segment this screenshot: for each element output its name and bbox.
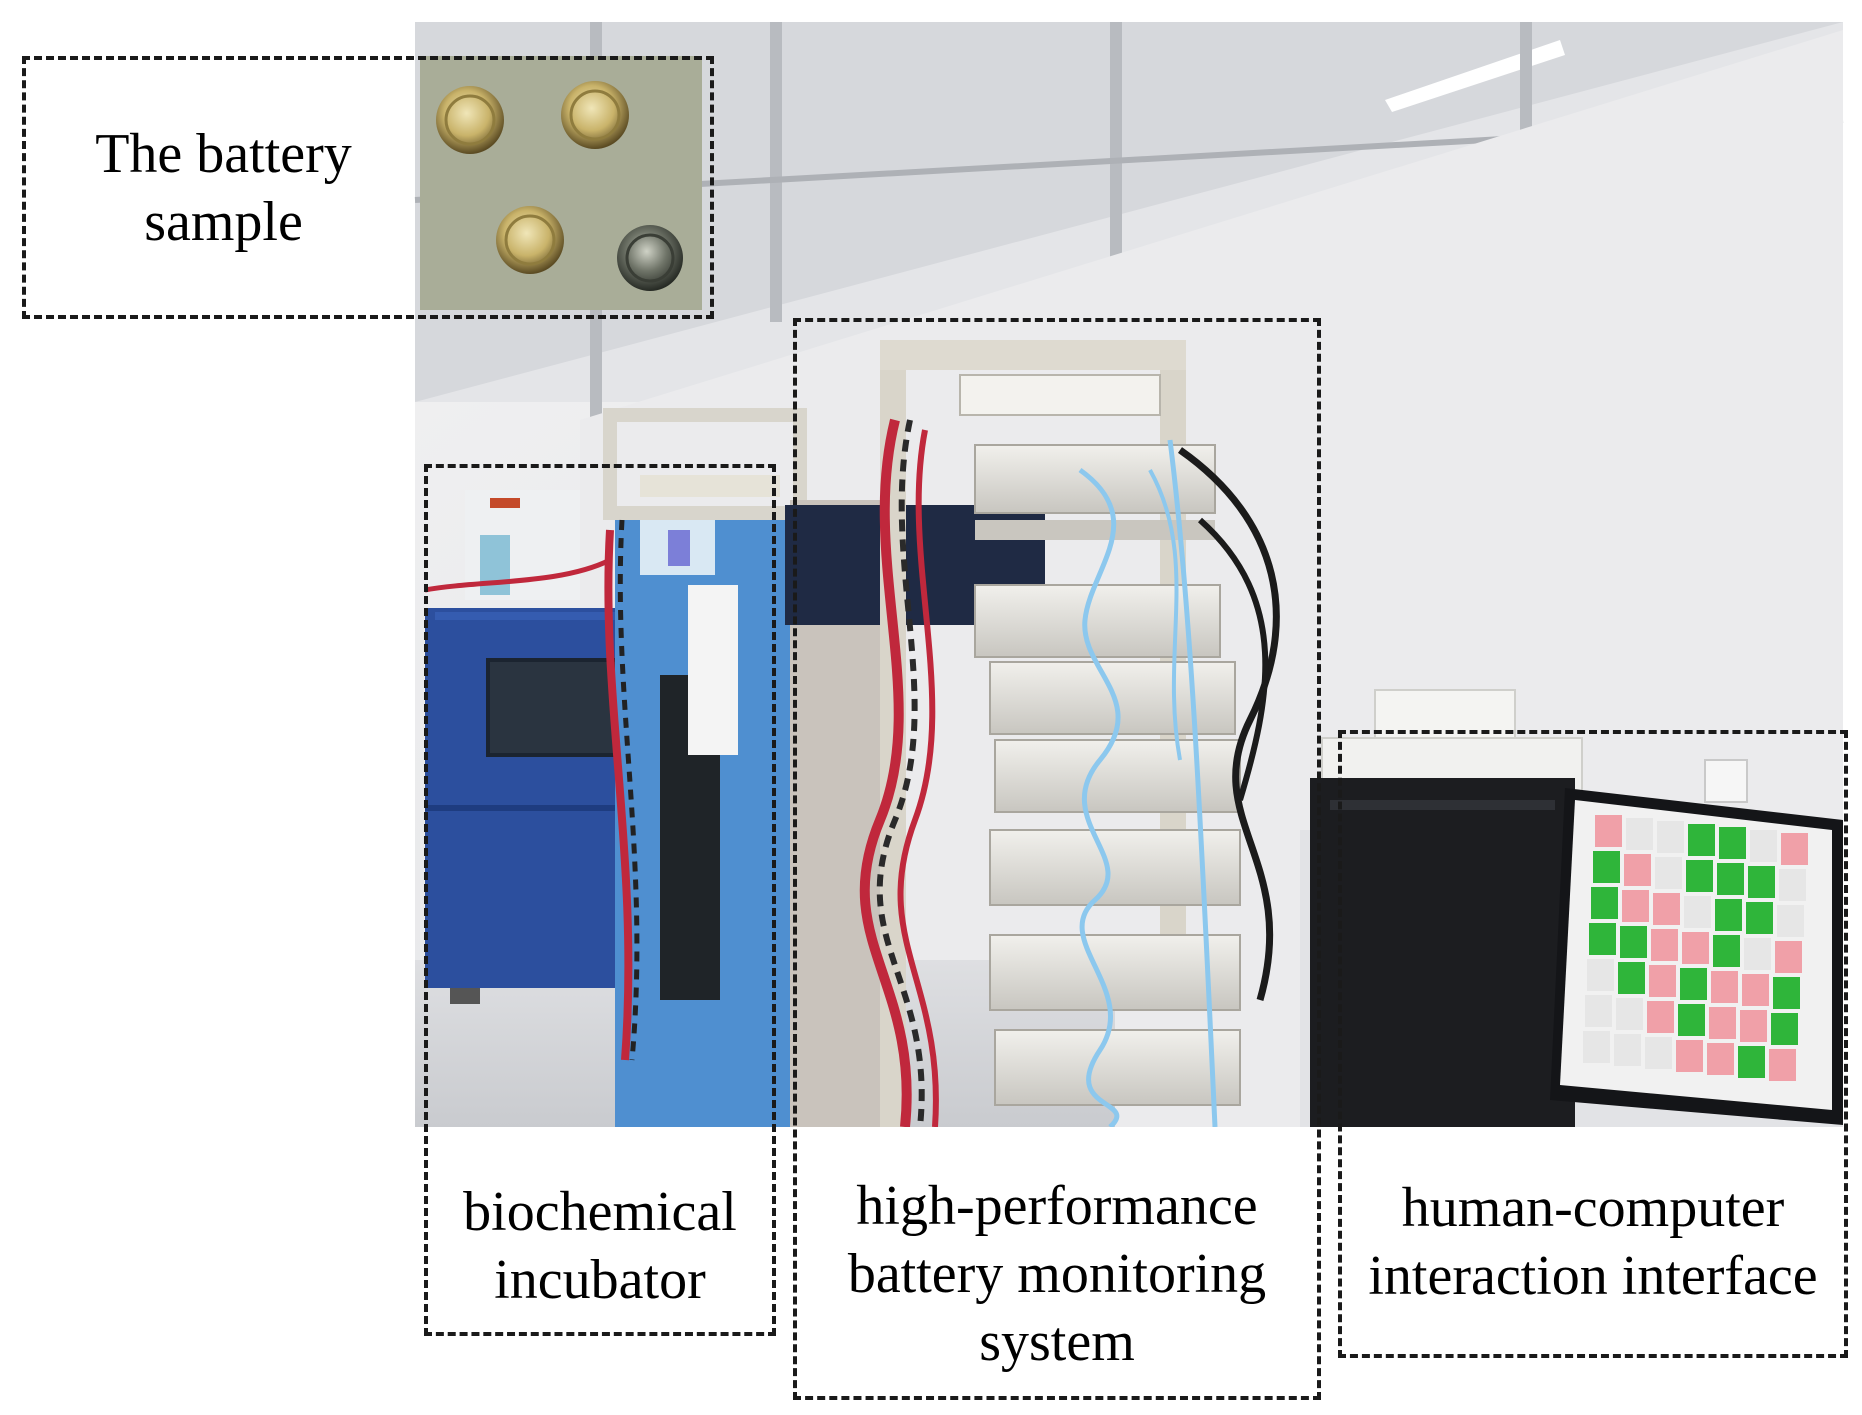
screen-cell bbox=[1616, 998, 1643, 1030]
screen-cell bbox=[1779, 869, 1806, 901]
screen-cell bbox=[1744, 938, 1771, 970]
screen-cell bbox=[1618, 962, 1645, 994]
screen-cell bbox=[1645, 1037, 1672, 1069]
screen-cell bbox=[1620, 926, 1647, 958]
computer-station-photo bbox=[1300, 689, 1843, 1127]
callout-battery-sample-label: The battery sample bbox=[26, 120, 421, 256]
screen-cell bbox=[1688, 824, 1715, 856]
label-line: high-performance bbox=[856, 1175, 1258, 1237]
screen-cell bbox=[1591, 887, 1618, 919]
screen-cell bbox=[1746, 902, 1773, 934]
label-line: battery monitoring bbox=[847, 1243, 1267, 1305]
screen-cell bbox=[1657, 821, 1684, 853]
screen-cell bbox=[1719, 827, 1746, 859]
screen-cell bbox=[1614, 1034, 1641, 1066]
label-line: interaction interface bbox=[1368, 1245, 1818, 1307]
screen-cell bbox=[1649, 965, 1676, 997]
screen-cell bbox=[1682, 932, 1709, 964]
screen-cell bbox=[1707, 1043, 1734, 1075]
label-line: The battery bbox=[95, 123, 352, 185]
screen-cell bbox=[1769, 1049, 1796, 1081]
screen-cell bbox=[1715, 899, 1742, 931]
screen-cell bbox=[1655, 857, 1682, 889]
screen-cell bbox=[1583, 1031, 1610, 1063]
screen-cell bbox=[1684, 896, 1711, 928]
screen-cell bbox=[1647, 1001, 1674, 1033]
screen-cell bbox=[1775, 941, 1802, 973]
screen-cell bbox=[1771, 1013, 1798, 1045]
screen-cell bbox=[1653, 893, 1680, 925]
screen-cell bbox=[1589, 923, 1616, 955]
label-line: biochemical bbox=[463, 1181, 737, 1243]
screen-cell bbox=[1750, 830, 1777, 862]
label-line: human-computer bbox=[1401, 1177, 1785, 1239]
screen-cell bbox=[1742, 974, 1769, 1006]
screen-cell bbox=[1595, 815, 1622, 847]
screen-cell bbox=[1777, 905, 1804, 937]
screen-cell bbox=[1781, 833, 1808, 865]
callout-interaction-interface: human-computer interaction interface bbox=[1338, 730, 1848, 1358]
screen-cell bbox=[1773, 977, 1800, 1009]
screen-cell bbox=[1748, 866, 1775, 898]
screen-cell bbox=[1678, 1004, 1705, 1036]
biochemical-incubator-photo bbox=[424, 408, 807, 1127]
screen-cell bbox=[1676, 1040, 1703, 1072]
screen-cell bbox=[1717, 863, 1744, 895]
screen-cell bbox=[1686, 860, 1713, 892]
screen-status-grid bbox=[1583, 815, 1808, 1081]
screen-cell bbox=[1593, 851, 1620, 883]
screen-cell bbox=[1622, 890, 1649, 922]
screen-cell bbox=[1585, 995, 1612, 1027]
label-line: incubator bbox=[494, 1249, 706, 1311]
screen-cell bbox=[1713, 935, 1740, 967]
label-line: system bbox=[979, 1311, 1135, 1373]
screen-cell bbox=[1626, 818, 1653, 850]
screen-cell bbox=[1711, 971, 1738, 1003]
callout-incubator-label: biochemical incubator bbox=[428, 1178, 772, 1314]
callout-biochemical-incubator: biochemical incubator bbox=[424, 464, 776, 1336]
screen-cell bbox=[1680, 968, 1707, 1000]
screen-cell bbox=[1587, 959, 1614, 991]
battery-monitoring-rack-photo bbox=[859, 340, 1280, 1129]
callout-monitoring-label: high-performance battery monitoring syst… bbox=[797, 1172, 1317, 1376]
screen-cell bbox=[1624, 854, 1651, 886]
callout-interface-label: human-computer interaction interface bbox=[1342, 1174, 1844, 1310]
callout-monitoring-system: high-performance battery monitoring syst… bbox=[793, 318, 1321, 1400]
battery-sample-photo bbox=[420, 56, 702, 310]
screen-cell bbox=[1740, 1010, 1767, 1042]
label-line: sample bbox=[144, 191, 303, 253]
callout-battery-sample: The battery sample bbox=[22, 56, 714, 319]
screen-cell bbox=[1709, 1007, 1736, 1039]
screen-cell bbox=[1651, 929, 1678, 961]
screen-cell bbox=[1738, 1046, 1765, 1078]
pc-tower bbox=[1310, 778, 1575, 1127]
